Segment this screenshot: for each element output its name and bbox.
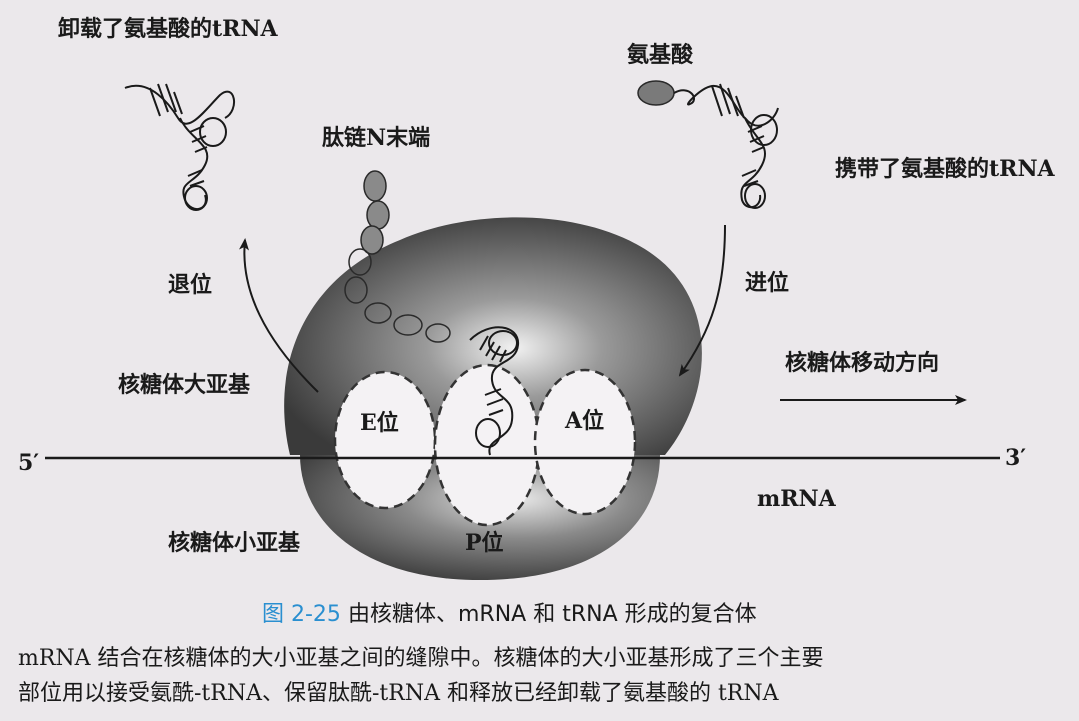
three-prime-label: 3′ [1005,445,1026,471]
exit-arrow [239,238,319,393]
p-site-label: P位 [465,530,504,556]
e-site-label: E位 [360,410,399,436]
p-site-trna-icon [469,326,520,456]
uncharged-trna-icon [124,83,236,211]
five-prime-label: 5′ [18,450,39,476]
small-subunit-label: 核糖体小亚基 [168,530,301,556]
large-subunit-label: 核糖体大亚基 [118,372,251,398]
amino-acid-label: 氨基酸 [627,42,694,68]
enter-arrow [678,224,726,377]
uncharged-trna-label: 卸载了氨基酸的tRNA [58,16,279,42]
mrna-label: mRNA [757,486,837,512]
direction-label: 核糖体移动方向 [785,350,939,376]
enter-label: 进位 [745,270,789,296]
peptide-n-terminus-label: 肽链N末端 [322,125,430,151]
p-site-oval [433,363,541,527]
description-line-1: mRNA 结合在核糖体的大小亚基之间的缝隙中。核糖体的大小亚基形成了三个主要 [18,646,824,671]
exit-label: 退位 [168,272,212,298]
figure-title: 由核糖体、mRNA 和 tRNA 形成的复合体 [348,602,757,627]
charged-trna-icon [673,83,779,209]
description-line-2: 部位用以接受氨酰-tRNA、保留肽酰-tRNA 和释放已经卸载了氨基酸的 tRN… [18,681,780,706]
peptide-chain [344,170,451,343]
amino-acid-icon [637,80,675,106]
a-site-label: A位 [564,408,604,434]
e-site-oval [333,370,437,510]
charged-trna-label: 携带了氨基酸的tRNA [835,156,1056,182]
figure-number: 图 2-25 [262,602,341,627]
a-site-oval [533,368,637,516]
